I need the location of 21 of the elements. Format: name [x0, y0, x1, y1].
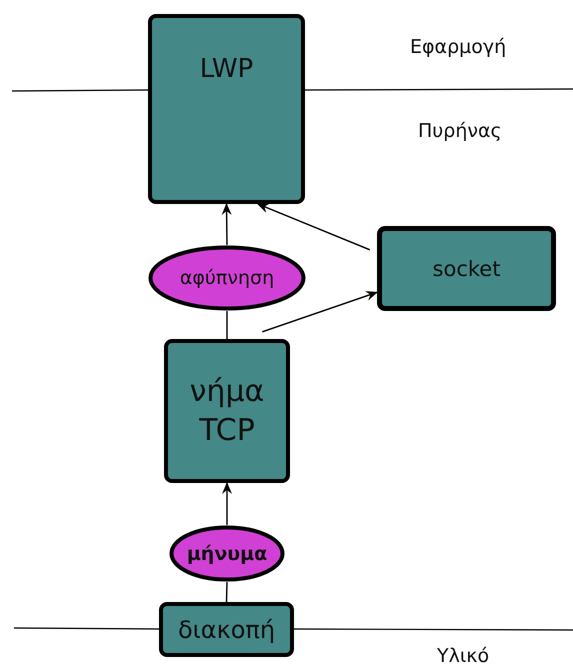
layer-label: Εφαρμογή	[410, 36, 506, 58]
arrow	[222, 203, 232, 245]
arrow	[256, 203, 370, 250]
layer-label: Υλικό	[437, 645, 490, 667]
process-box	[377, 226, 556, 311]
event-ellipse	[148, 245, 306, 311]
node-label: διακοπή	[178, 616, 276, 644]
connector-line	[226, 311, 228, 339]
process-box	[164, 339, 290, 483]
node-label: νήμα TCP	[188, 373, 266, 450]
arrow	[222, 482, 232, 525]
node-label: μήνυμα	[186, 542, 268, 564]
node-label: LWP	[200, 54, 254, 84]
process-box	[148, 14, 305, 204]
event-ellipse	[169, 525, 285, 582]
connector-line	[226, 582, 228, 602]
layer-label: Πυρήνας	[418, 120, 502, 142]
arrow	[262, 291, 378, 332]
node-label: socket	[432, 256, 500, 280]
process-box	[159, 602, 294, 657]
node-label: αφύπνηση	[180, 267, 274, 289]
